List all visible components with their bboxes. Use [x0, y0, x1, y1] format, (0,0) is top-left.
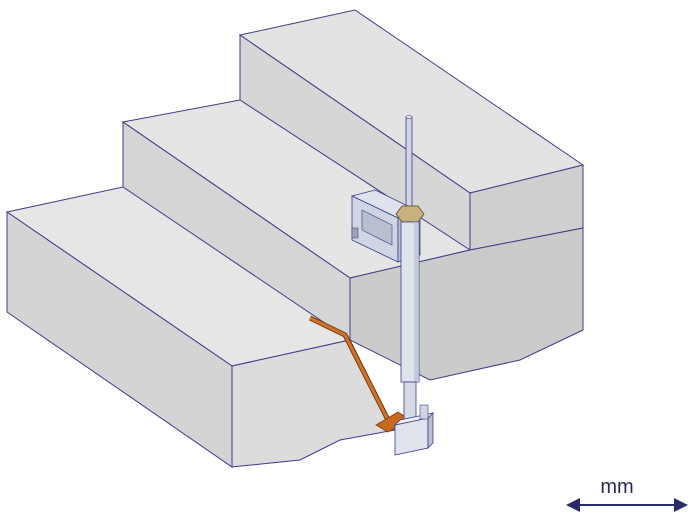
- threaded-rod: [405, 116, 413, 218]
- lower-tube: [403, 381, 417, 423]
- wing-nut: [395, 205, 425, 223]
- unit-label: mm: [600, 476, 634, 498]
- rebar-connector: [308, 315, 411, 433]
- double-headed-arrow-icon: [566, 498, 688, 512]
- formwork-support: [350, 115, 435, 456]
